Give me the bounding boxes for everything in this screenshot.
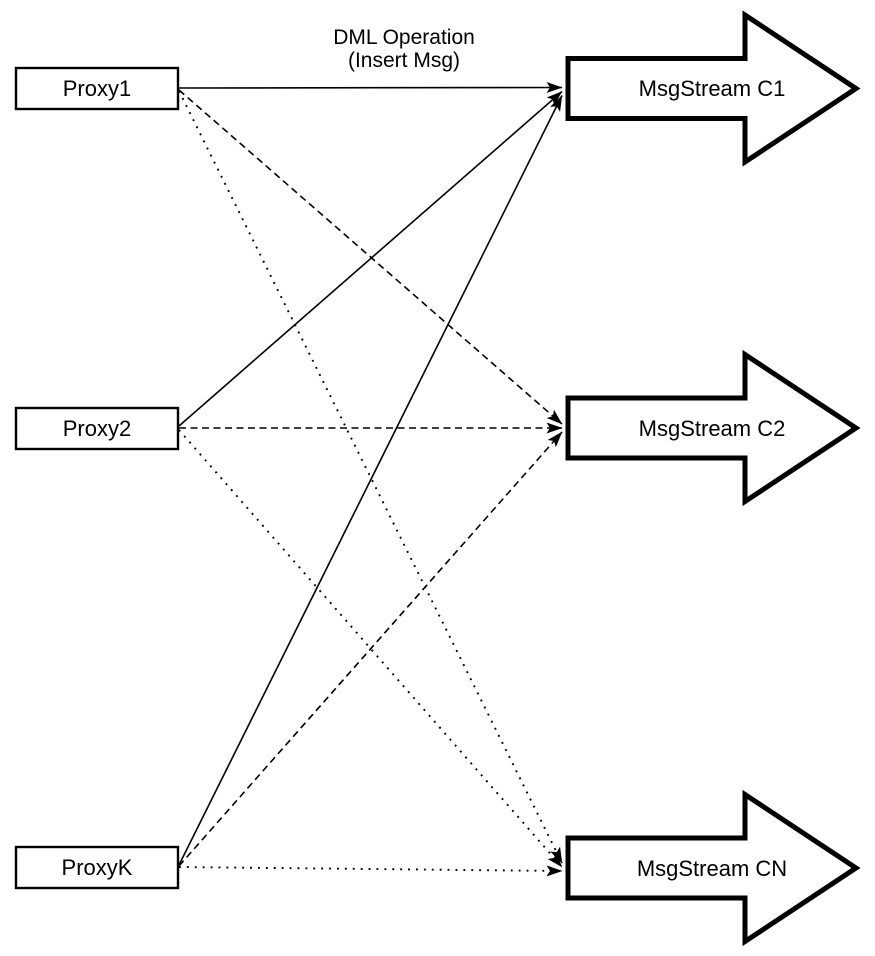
edge-proxyk-to-c2 <box>178 431 563 867</box>
proxy1-label: Proxy1 <box>63 76 131 101</box>
node-msgstream-cn <box>565 789 861 947</box>
diagram-title-line1: DML Operation <box>333 26 475 49</box>
proxy1-box <box>14 66 180 111</box>
node-proxy2: Proxy2 <box>14 406 180 451</box>
msgstream-c1-label: MsgStream C1 <box>639 76 786 101</box>
edge-proxy1-to-c1 <box>178 82 563 94</box>
node-msgstream-c2 <box>565 349 861 507</box>
msgstream-c2-label: MsgStream C2 <box>639 416 786 441</box>
edge-proxy2-to-c1 <box>178 90 563 427</box>
node-proxy1: Proxy1 <box>14 66 180 111</box>
node-proxyk: ProxyK <box>14 845 180 890</box>
msgstream-c2-arrow-shape <box>565 349 861 507</box>
edge-proxy1-to-c2 <box>178 89 563 425</box>
proxyk-label: ProxyK <box>62 855 133 880</box>
msgstream-cn-label: MsgStream CN <box>637 856 787 881</box>
edge-proxyk-to-c1 <box>178 95 563 866</box>
proxy2-label: Proxy2 <box>63 416 131 441</box>
proxy2-box <box>14 406 180 451</box>
proxyk-box <box>14 845 180 890</box>
edge-proxyk-to-cn <box>178 865 563 877</box>
diagram-title-line2: (Insert Msg) <box>348 49 460 72</box>
node-msgstream-c1 <box>565 10 861 167</box>
msgstream-cn-arrow-shape <box>565 789 861 947</box>
msgstream-c1-arrow-shape <box>565 10 861 167</box>
edge-proxy1-to-cn <box>178 90 563 864</box>
